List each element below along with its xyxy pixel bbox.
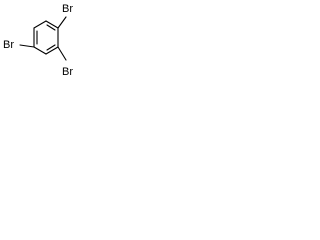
atom-label-br-top-right: Br	[62, 3, 73, 15]
ring-bond-1	[45, 20, 59, 29]
ring-bond-6	[33, 20, 47, 29]
bond-to-br-top-right	[57, 16, 67, 29]
ring-bond-4	[33, 46, 47, 55]
bond-to-br-bottom-right	[57, 46, 67, 61]
ring-double-bond-2	[46, 44, 56, 51]
ring-double-bond-1	[46, 24, 56, 31]
ring-bond-3	[45, 46, 59, 55]
atom-label-br-bottom-right: Br	[62, 66, 73, 78]
benzene-ring	[33, 20, 59, 55]
bond-to-br-left	[19, 44, 35, 48]
atom-label-br-left: Br	[3, 39, 14, 51]
molecule-structure: Br Br Br	[3, 3, 73, 78]
